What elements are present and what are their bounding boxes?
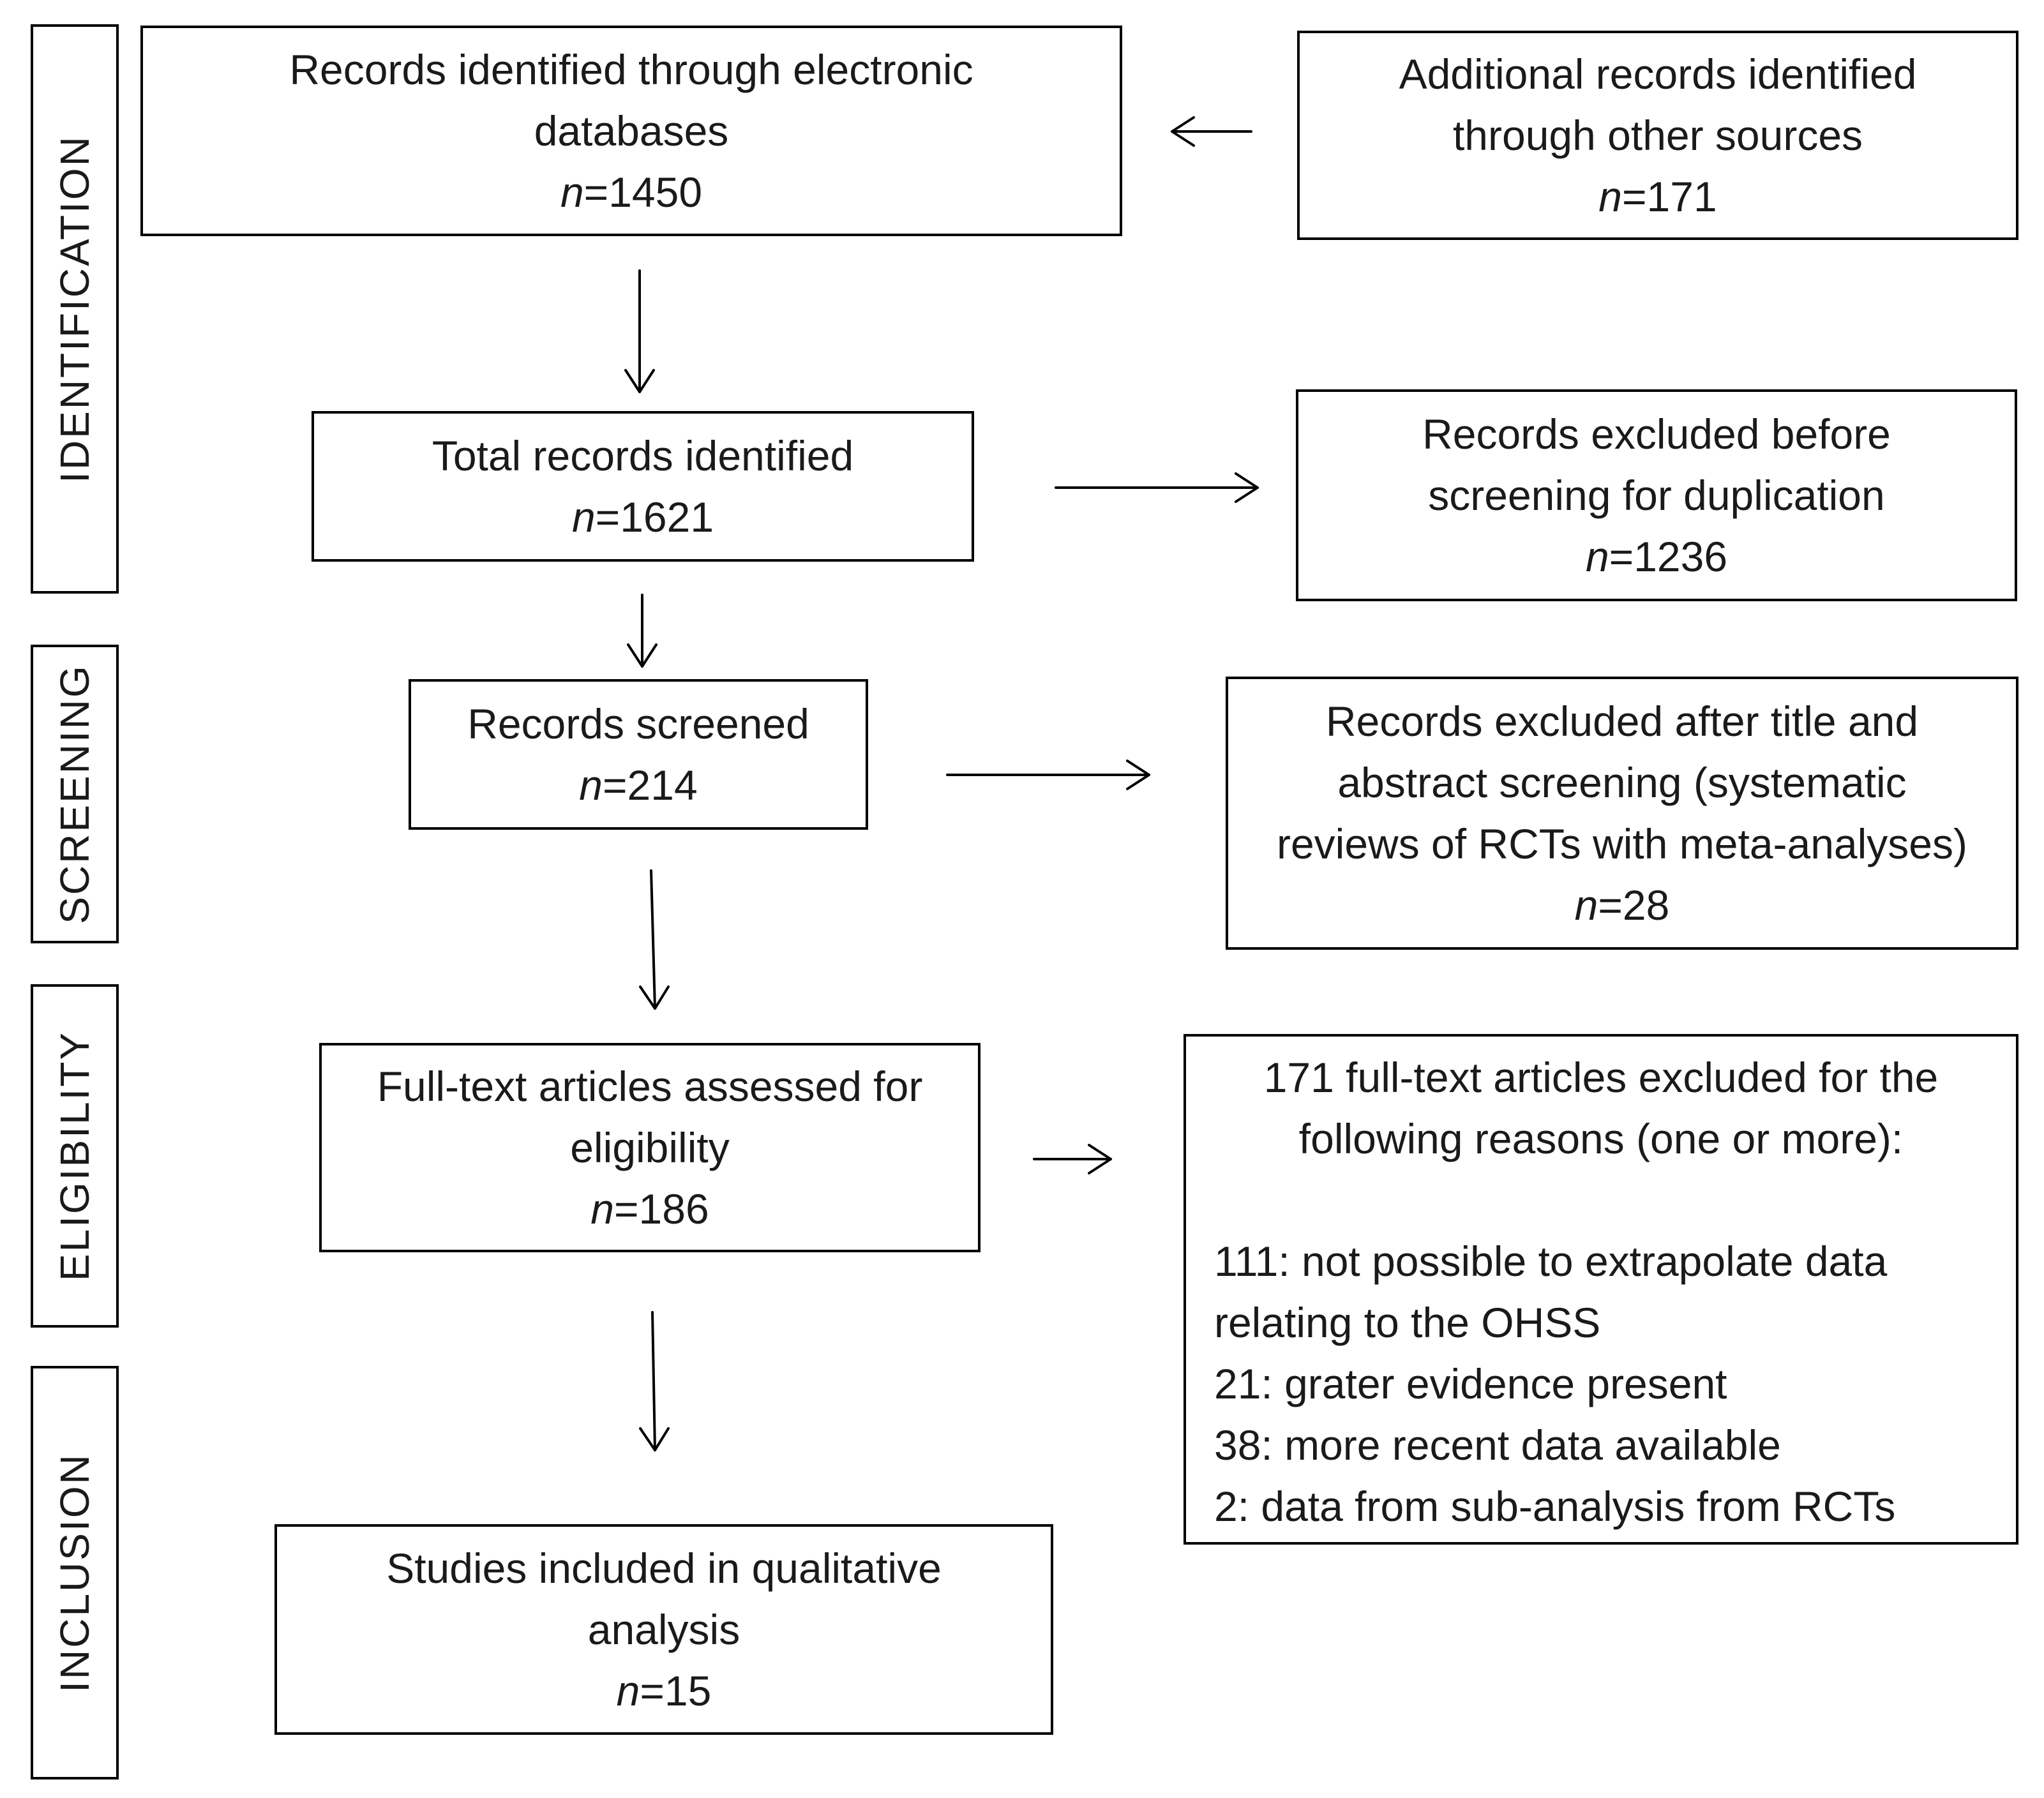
phase-eligibility: ELIGIBILITY (31, 984, 119, 1328)
arrow-screened-to-title-abstract-excluded (946, 760, 1150, 790)
exclusion-reason-item: 111: not possible to extrapolate data (1214, 1238, 1888, 1285)
arrow-screened-to-fulltext (639, 869, 670, 1010)
box-title-abstract-excluded: Records excluded after title and abstrac… (1226, 677, 2018, 950)
box-electronic-records: Records identified through electronic da… (140, 26, 1122, 236)
box-fulltext-excluded-header1: 171 full-text articles excluded for the (1263, 1054, 1939, 1101)
box-fulltext-assessed-count: n=186 (590, 1185, 709, 1232)
box-other-sources-count: n=171 (1598, 173, 1717, 220)
arrow-fulltext-to-fulltext-excluded (1033, 1144, 1112, 1174)
box-studies-included-line1: Studies included in qualitative (386, 1545, 942, 1592)
arrow-other-to-electronic (1171, 116, 1252, 147)
box-other-sources-line1: Additional records identified (1399, 50, 1917, 98)
box-electronic-records-count: n=1450 (560, 169, 703, 216)
box-duplicates-excluded: Records excluded before screening for du… (1296, 389, 2017, 601)
arrow-fulltext-to-included (639, 1311, 670, 1451)
box-fulltext-excluded: 171 full-text articles excluded for the … (1184, 1034, 2018, 1545)
exclusion-reason-item: 21: grater evidence present (1214, 1360, 1727, 1407)
phase-inclusion: INCLUSION (31, 1366, 119, 1779)
box-fulltext-assessed: Full-text articles assessed for eligibil… (319, 1043, 981, 1252)
phase-identification: IDENTIFICATION (31, 24, 119, 594)
exclusion-reason-item: relating to the OHSS (1214, 1299, 1601, 1346)
box-total-records-line1: Total records identified (432, 432, 854, 479)
box-electronic-records-line2: databases (534, 107, 729, 154)
box-records-screened-count: n=214 (579, 761, 698, 809)
box-studies-included-line2: analysis (587, 1606, 740, 1653)
box-duplicates-excluded-line2: screening for duplication (1428, 472, 1885, 519)
box-title-abstract-excluded-line3: reviews of RCTs with meta-analyses) (1277, 820, 1967, 867)
arrow-total-to-screened (627, 594, 658, 668)
box-fulltext-excluded-header2: following reasons (one or more): (1298, 1115, 1904, 1162)
box-other-sources: Additional records identified through ot… (1297, 31, 2018, 240)
arrow-total-to-duplicates (1055, 472, 1259, 503)
phase-screening: SCREENING (31, 645, 119, 943)
box-title-abstract-excluded-line1: Records excluded after title and (1325, 698, 1919, 745)
arrow-electronic-to-total (624, 269, 655, 393)
box-total-records-count: n=1621 (571, 493, 714, 541)
box-other-sources-line2: through other sources (1452, 112, 1863, 159)
box-total-records: Total records identified n=1621 (312, 411, 974, 562)
box-duplicates-excluded-line1: Records excluded before (1422, 410, 1891, 458)
exclusion-reason-item: 2: data from sub-analysis from RCTs (1214, 1483, 1896, 1530)
box-fulltext-assessed-line1: Full-text articles assessed for (377, 1063, 923, 1110)
box-records-screened-line1: Records screened (467, 700, 809, 747)
box-title-abstract-excluded-count: n=28 (1574, 881, 1670, 929)
box-records-screened: Records screened n=214 (409, 679, 868, 830)
box-studies-included: Studies included in qualitative analysis… (274, 1524, 1053, 1735)
box-studies-included-count: n=15 (616, 1667, 712, 1714)
box-duplicates-excluded-count: n=1236 (1585, 533, 1728, 580)
box-title-abstract-excluded-line2: abstract screening (systematic (1337, 759, 1907, 806)
box-fulltext-assessed-line2: eligibility (570, 1124, 730, 1171)
box-electronic-records-line1: Records identified through electronic (289, 46, 973, 93)
exclusion-reason-item: 38: more recent data available (1214, 1421, 1781, 1469)
